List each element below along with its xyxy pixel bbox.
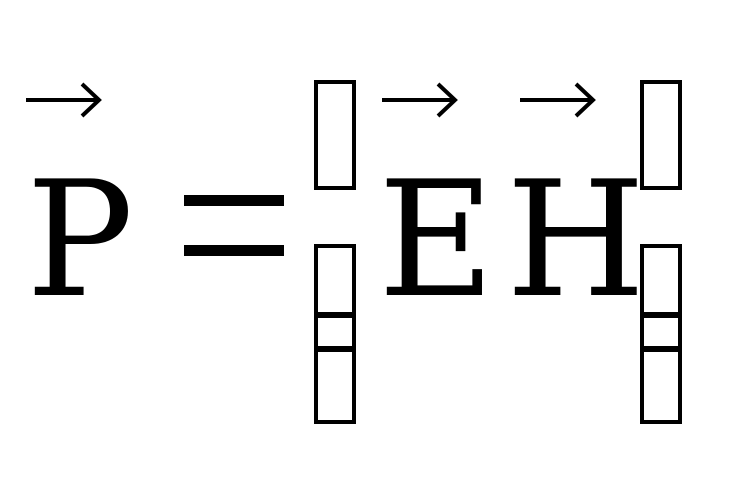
right-bracket	[640, 80, 682, 425]
left-bracket	[314, 80, 356, 425]
vector-arrow-icon-e	[382, 82, 458, 118]
symbol-p: P	[26, 146, 134, 333]
symbol-h: H	[506, 146, 646, 333]
vector-arrow-icon-h	[520, 82, 596, 118]
symbol-e: E	[378, 146, 495, 333]
vector-arrow-icon-p	[26, 82, 102, 118]
equals-sign	[184, 195, 284, 265]
